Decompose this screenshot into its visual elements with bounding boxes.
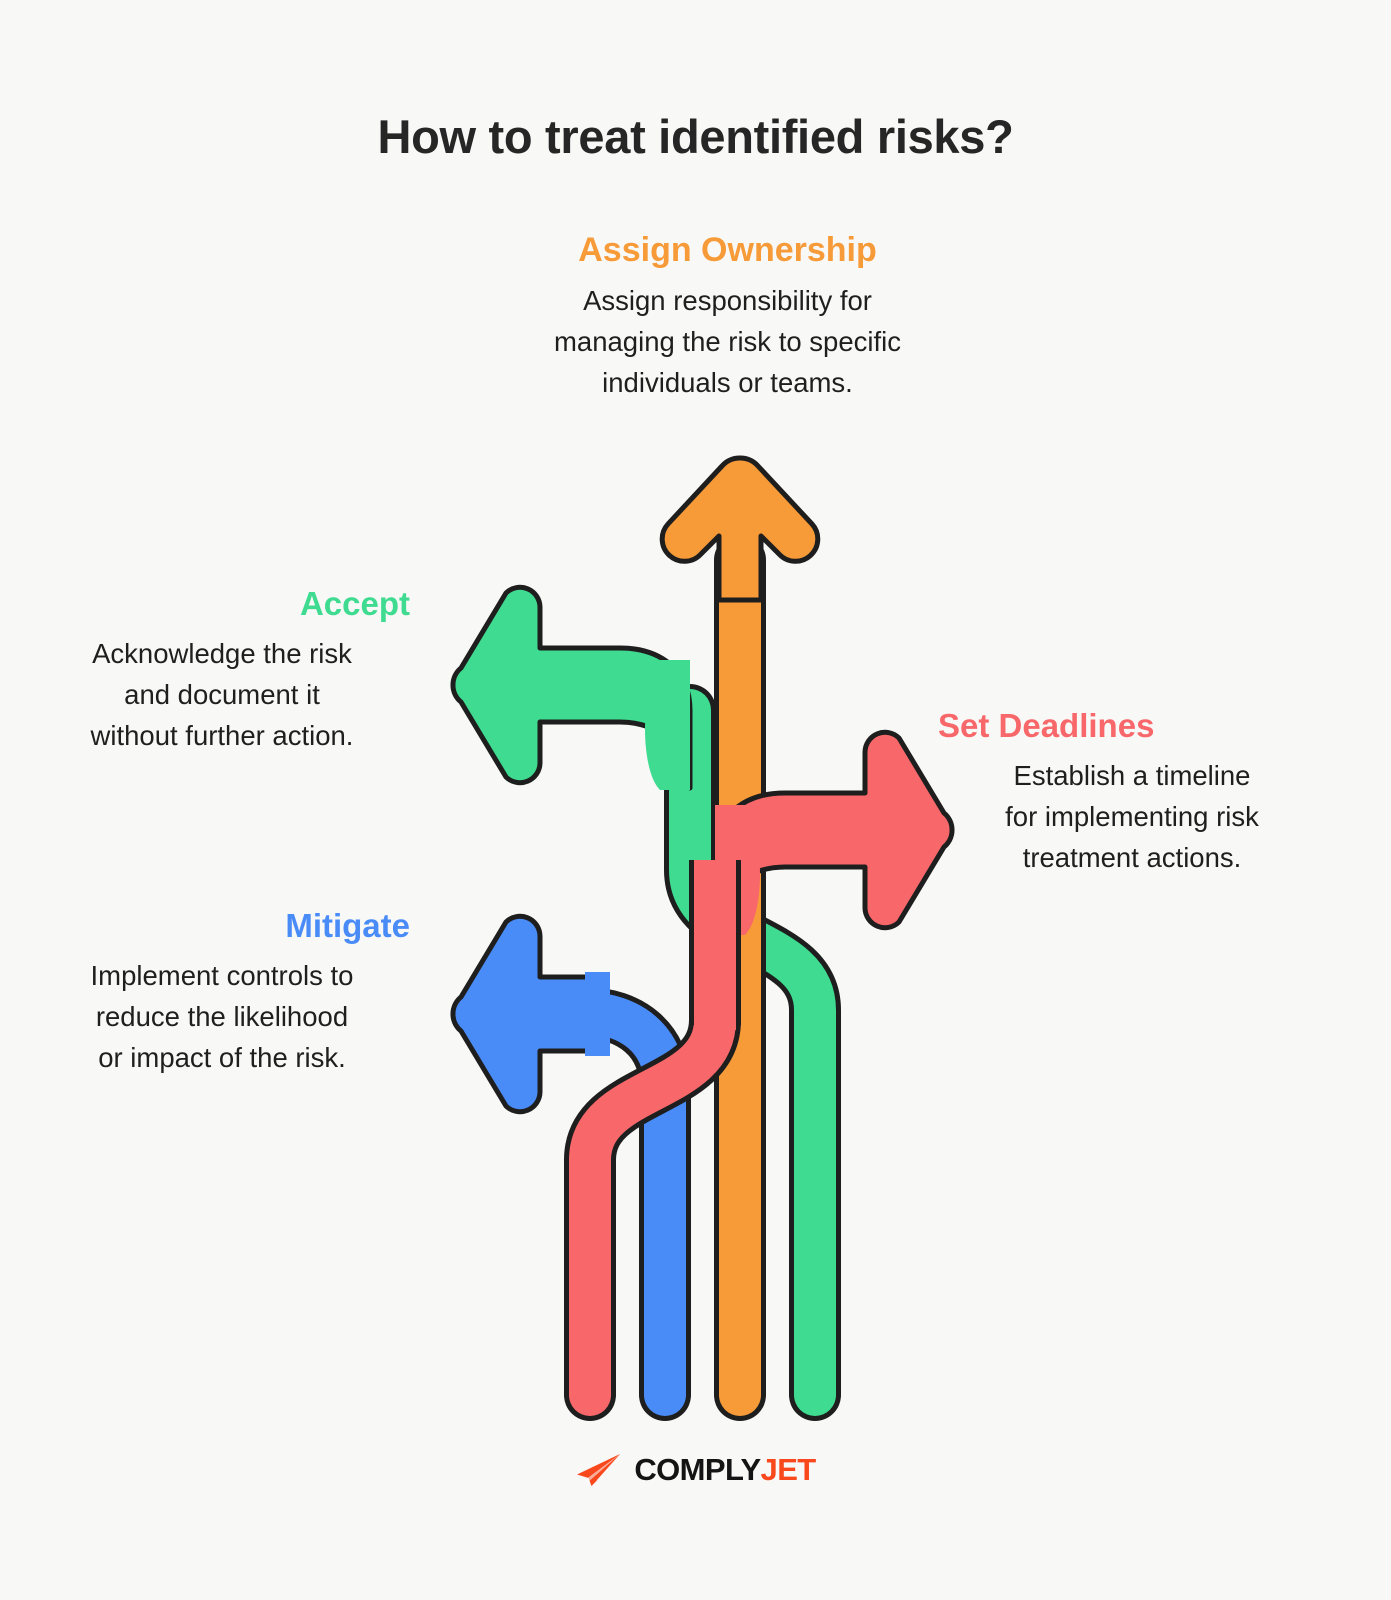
- page-title: How to treat identified risks?: [377, 110, 1014, 164]
- arrow-mitigate: [450, 913, 691, 1421]
- branch-body-set-deadlines: Establish a timeline for implementing ri…: [1005, 760, 1259, 873]
- logo-jet-text: JET: [760, 1452, 817, 1487]
- branch-mitigate: Mitigate Implement controls to reduce th…: [28, 907, 416, 1078]
- arrow-accept: [450, 584, 841, 1421]
- branch-heading-mitigate: Mitigate: [285, 907, 410, 944]
- brand-logo: COMPLYJET: [0, 1452, 1391, 1488]
- arrow-set-deadlines: [564, 729, 955, 1421]
- branch-heading-accept: Accept: [299, 585, 410, 622]
- branch-body-assign-ownership: Assign responsibility for managing the r…: [554, 285, 901, 398]
- branch-accept: Accept Acknowledge the risk and document…: [28, 585, 416, 756]
- logo-wordmark: COMPLYJET: [634, 1452, 817, 1488]
- branch-heading-set-deadlines: Set Deadlines: [938, 707, 1155, 744]
- branch-assign-ownership: Assign Ownership Assign responsibility f…: [446, 231, 1009, 403]
- arrow-assign-ownership: [659, 455, 821, 1421]
- paper-plane-icon: [577, 1454, 621, 1486]
- branch-heading-assign-ownership: Assign Ownership: [578, 231, 877, 269]
- logo-comply-text: COMPLY: [634, 1452, 761, 1487]
- branch-set-deadlines: Set Deadlines Establish a timeline for i…: [932, 707, 1332, 878]
- branch-body-accept: Acknowledge the risk and document it wit…: [90, 638, 354, 751]
- branch-body-mitigate: Implement controls to reduce the likelih…: [90, 960, 354, 1073]
